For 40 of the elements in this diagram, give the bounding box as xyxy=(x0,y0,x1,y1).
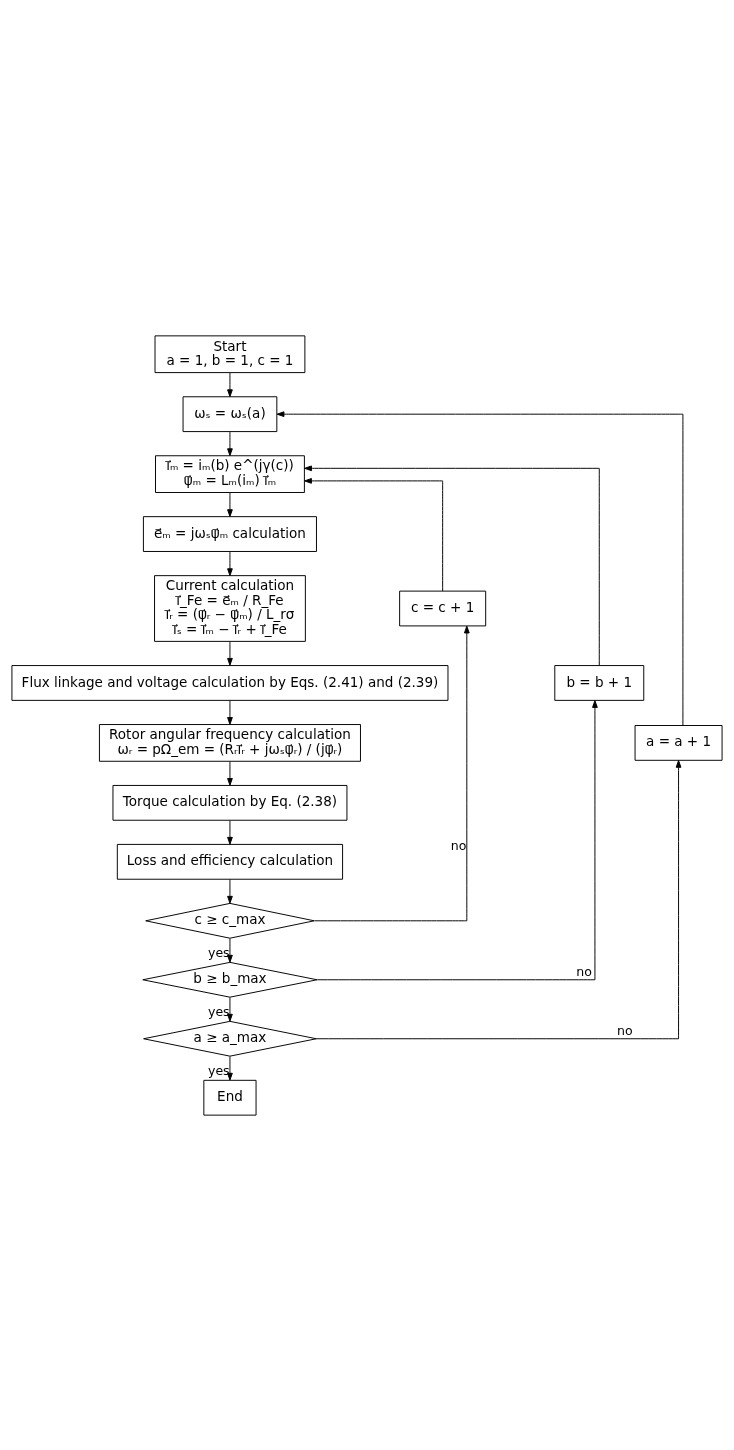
node-box: b = b + 1 xyxy=(554,664,645,701)
arrow xyxy=(227,371,233,397)
arrow xyxy=(227,430,233,456)
edge-label: no xyxy=(576,963,592,979)
arrow xyxy=(276,410,684,726)
node-box: Rotor angular frequency calculation ωᵣ = pΩ_em = (Rᵣi⃗ᵣ + jωₛψ⃗ᵣ) / (jψ⃗ᵣ) xyxy=(98,723,361,762)
edge-label: yes xyxy=(207,1062,230,1078)
node-box: ωₛ = ωₛ(a) xyxy=(182,395,278,432)
node-box: c = c + 1 xyxy=(399,590,487,626)
arrow xyxy=(227,878,233,904)
arrow xyxy=(227,760,233,786)
node-box: a = a + 1 xyxy=(634,724,723,761)
node-diamond: a ≥ a_max xyxy=(143,1020,317,1057)
arrow xyxy=(315,759,682,1039)
node-box: Start a = 1, b = 1, c = 1 xyxy=(154,334,306,373)
edge-label: no xyxy=(450,837,467,853)
arrow xyxy=(227,1055,233,1081)
arrow xyxy=(227,491,233,517)
node-box: Loss and efficiency calculation xyxy=(116,843,344,880)
arrow xyxy=(304,477,444,591)
arrow xyxy=(227,699,233,725)
arrow xyxy=(227,819,233,845)
edge-label: yes xyxy=(207,1003,230,1019)
arrow xyxy=(316,699,598,980)
node-box: i⃗ₘ = iₘ(b) e^(jγ(c)) ψ⃗ₘ = Lₘ(iₘ) i⃗ₘ xyxy=(155,454,305,493)
arrow xyxy=(227,937,233,963)
arrow xyxy=(304,464,600,666)
node-box: e⃗ₘ = jωₛψ⃗ₘ calculation xyxy=(142,515,317,552)
node-box: Torque calculation by Eq. (2.38) xyxy=(112,784,348,821)
node-box: Flux linkage and voltage calculation by Eqs. (2.41) and (2.39) xyxy=(11,664,449,701)
node-diamond: b ≥ b_max xyxy=(142,961,318,998)
node-box: End xyxy=(203,1079,257,1116)
edge-label: no xyxy=(617,1022,633,1038)
arrow xyxy=(227,640,233,666)
arrow xyxy=(227,996,233,1022)
node-box: Current calculation i⃗_Fe = e⃗ₘ / R_Fe i⃗ᵣ = (ψ⃗ᵣ − ψ⃗ₘ) / L_rσ i⃗ₛ = i⃗ₘ − i⃗ᵣ + i⃗_Fe xyxy=(154,574,306,642)
arrow xyxy=(227,550,233,576)
node-diamond: c ≥ c_max xyxy=(145,902,315,939)
edge-label: yes xyxy=(207,944,230,960)
arrow xyxy=(313,625,470,921)
